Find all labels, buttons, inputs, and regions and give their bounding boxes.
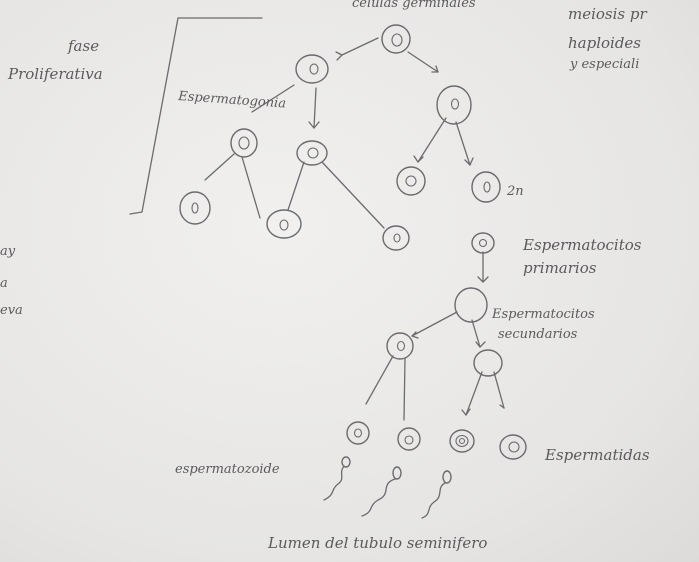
cell-espermatogonia-a (230, 128, 258, 158)
lumen-label: Lumen del tubulo seminifero (267, 534, 487, 552)
cell-2n (471, 171, 501, 203)
cell-bottom-mid (266, 209, 302, 239)
proliferativa-label: Proliferativa (7, 65, 103, 83)
sperm-cell-1 (323, 456, 351, 501)
secundarios-label-line-1: Espermatocitos (491, 307, 595, 322)
right-note-line-1: meiosis pr (568, 5, 647, 23)
left-cut-line-2: a (0, 276, 8, 291)
fase-label: fase (67, 37, 99, 55)
connection-lines (204, 37, 505, 421)
espermatogonia-label: Espermatogonia (177, 89, 287, 112)
cell-espermatocito-primario (471, 232, 495, 254)
cell-espermatocito-secundario-parent (454, 287, 488, 323)
left-cut-line-1: ay (0, 244, 16, 259)
two-n-label: 2n (506, 184, 524, 199)
proliferative-bracket (129, 17, 263, 215)
cell-bottom-left (179, 191, 211, 225)
sperm-cell-2 (361, 466, 402, 517)
cell-espermatida-3 (449, 429, 475, 453)
espermatidas-label: Espermatidas (544, 446, 650, 464)
cell-left-gen1 (295, 54, 329, 84)
cell-right-gen2a (396, 166, 426, 196)
cell-right-gen1 (436, 85, 472, 125)
cell-bottom-right (382, 225, 410, 251)
cell-germ-top (381, 24, 411, 54)
cell-espermatida-2 (397, 427, 421, 451)
cell-secundario-left (386, 332, 414, 360)
sperm-cell-3 (421, 470, 452, 519)
right-note-line-2: haploides (568, 34, 641, 52)
espermatozoide-label: espermatozoide (175, 462, 280, 477)
top-cut-label: células germinales (352, 0, 476, 11)
cell-espermatogonia-b (296, 140, 328, 166)
cell-secundario-right (473, 349, 503, 377)
primarios-label-line-1: Espermatocitos (522, 236, 642, 254)
primarios-label-line-2: primarios (523, 259, 597, 277)
secundarios-label-line-2: secundarios (498, 327, 578, 342)
cell-espermatida-1 (346, 421, 370, 445)
right-note-line-3: y especiali (569, 57, 639, 72)
left-cut-line-3: eva (0, 303, 23, 318)
cell-espermatida-4 (499, 434, 527, 460)
